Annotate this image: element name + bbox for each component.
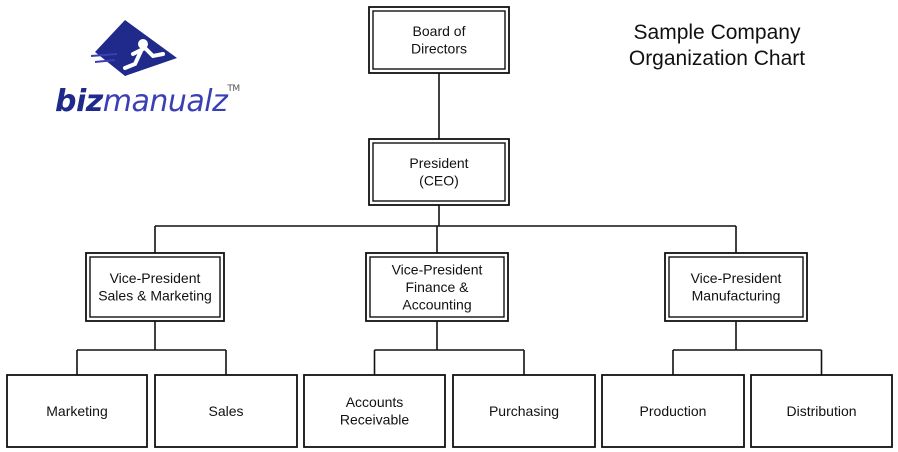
dept-accounts-receivable-box-label: Accounts: [346, 394, 404, 410]
dept-production-box-frame: [601, 374, 745, 448]
vp-manufacturing-box-frame: [664, 252, 808, 322]
vp-sales-marketing-box-label: Vice-President: [110, 270, 201, 286]
chart-title-line1: Sample Company: [633, 21, 801, 44]
dept-production-box: Production: [601, 374, 745, 448]
vp-finance-accounting-box-label: Accounting: [402, 296, 471, 312]
vp-finance-accounting-box-frame: [365, 252, 509, 322]
vp-manufacturing-box-inner-frame: [668, 256, 804, 318]
vp-finance-accounting-box-label: Vice-President: [392, 261, 483, 277]
dept-purchasing-box: Purchasing: [452, 374, 596, 448]
vp-sales-marketing-box-frame: [85, 252, 225, 322]
dept-distribution-box-label: Distribution: [786, 403, 856, 419]
board-box-label: Directors: [411, 41, 467, 57]
logo-wordmark-biz: biz: [55, 84, 103, 119]
vp-sales-marketing-box-label: Sales & Marketing: [98, 288, 212, 304]
president-box-frame: [368, 138, 510, 206]
chart-title: Sample Company Organization Chart: [592, 20, 842, 72]
president-box-inner-frame: [372, 142, 506, 202]
board-box-inner-frame: [372, 10, 506, 70]
logo-wordmark: bizmanualzTM: [55, 84, 240, 119]
bizmanualz-logo: bizmanualzTM: [55, 18, 240, 128]
president-box-label: President: [409, 155, 468, 171]
logo-wordmark-manualz: manualz: [102, 84, 228, 119]
vp-sales-marketing-box-inner-frame: [89, 256, 221, 318]
vp-finance-accounting-box-inner-frame: [369, 256, 505, 318]
president-box-label: (CEO): [419, 173, 459, 189]
dept-accounts-receivable-box-label: Receivable: [340, 412, 409, 428]
dept-sales-box-label: Sales: [208, 403, 243, 419]
runner-emblem-icon: [90, 20, 177, 76]
dept-purchasing-box-frame: [452, 374, 596, 448]
vp-finance-accounting-box-label: Finance &: [405, 279, 469, 295]
dept-marketing-box: Marketing: [6, 374, 148, 448]
dept-sales-box-frame: [154, 374, 298, 448]
board-box-label: Board of: [413, 23, 466, 39]
dept-marketing-box-frame: [6, 374, 148, 448]
board-box-frame: [368, 6, 510, 74]
dept-distribution-box-frame: [750, 374, 893, 448]
dept-sales-box: Sales: [154, 374, 298, 448]
logo-trademark: TM: [227, 84, 240, 94]
vp-manufacturing-box-label: Manufacturing: [692, 288, 781, 304]
president-box: President (CEO): [368, 138, 510, 206]
board-box: Board of Directors: [368, 6, 510, 74]
dept-accounts-receivable-box-frame: [303, 374, 446, 448]
dept-distribution-box: Distribution: [750, 374, 893, 448]
dept-purchasing-box-label: Purchasing: [489, 403, 559, 419]
chart-title-line2: Organization Chart: [628, 47, 806, 70]
vp-manufacturing-box-label: Vice-President: [691, 270, 782, 286]
dept-production-box-label: Production: [640, 403, 707, 419]
dept-marketing-box-label: Marketing: [46, 403, 107, 419]
